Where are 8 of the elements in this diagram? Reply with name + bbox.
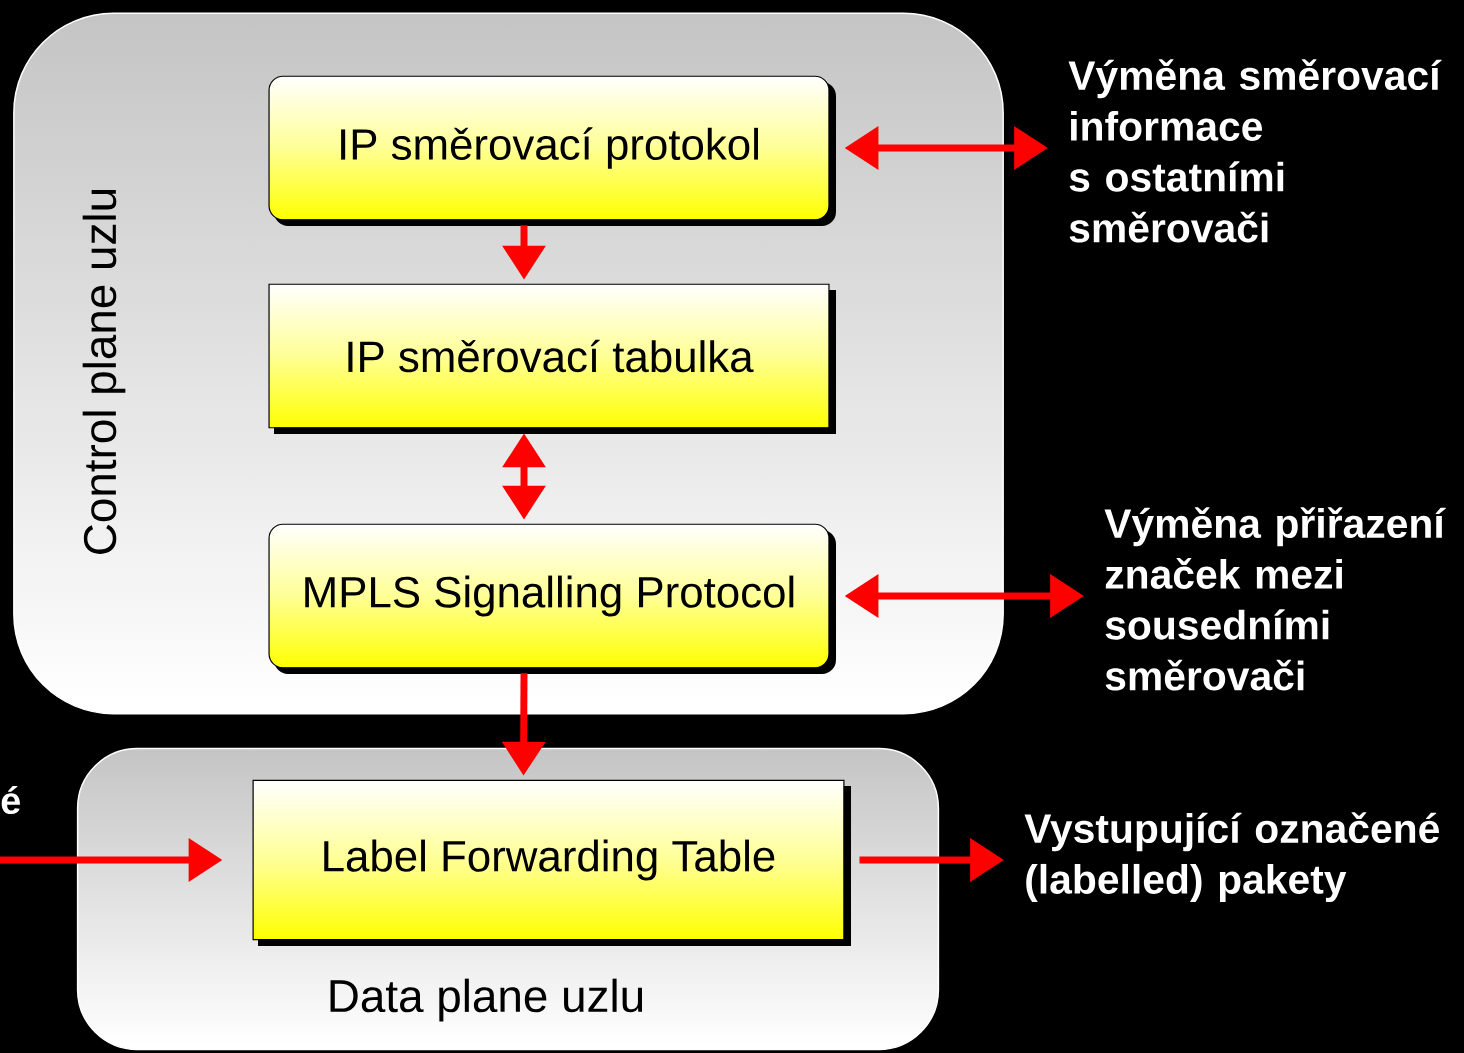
process-box: MPLS Signalling Protocol xyxy=(268,523,836,674)
note-text: Výměna přiřazení značek mezi sousedními směrovači xyxy=(1104,507,1446,691)
process-box: Label Forwarding Table xyxy=(252,779,851,946)
process-box: IP směrovací protokol xyxy=(268,75,836,226)
process-box: IP směrovací tabulka xyxy=(268,283,836,434)
note-text: Výměna směrovací informace s ostatními směrovači xyxy=(1068,59,1442,243)
label-text: é xyxy=(1,785,20,815)
note-text: Vystupující označené (labelled) pakety xyxy=(1024,812,1439,902)
